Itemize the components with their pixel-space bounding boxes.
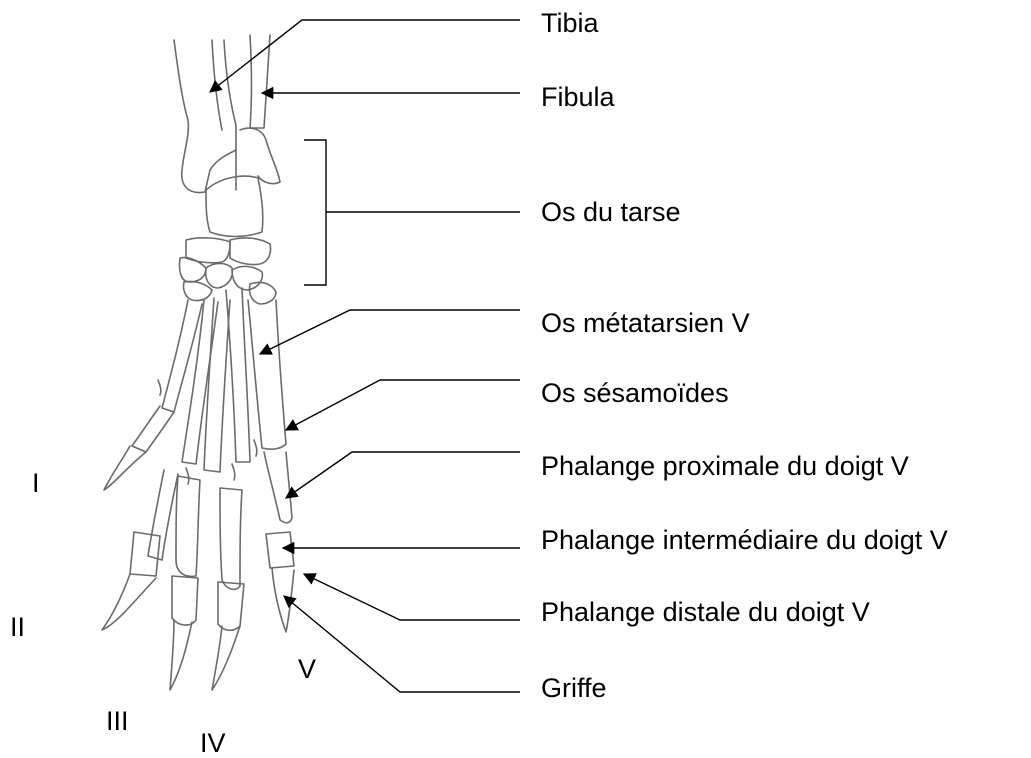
digit-label-3: III [106,706,129,736]
digit-label-1: I [32,468,40,498]
label-tarsus: Os du tarse [541,197,681,227]
label-metatarsal-v: Os métatarsien V [541,308,750,338]
tibia-bone [174,40,236,193]
bones [102,35,294,690]
digit-label-5: V [298,654,316,684]
tarsus-bracket [304,140,520,285]
label-proximal-phalanx-v: Phalange proximale du doigt V [541,451,909,481]
leader-tibia [210,20,520,92]
leader-metatarsal-v [260,310,520,354]
leader-claw [284,596,520,692]
leader-proximal-phalanx-v [286,452,520,498]
digit-label-4: IV [200,728,226,758]
label-tibia: Tibia [541,8,599,38]
leader-sesamoids [286,380,520,430]
digit-label-2: II [10,612,25,642]
fibula-bone [250,35,270,128]
leader-lines [210,20,520,692]
tarsus-bone [206,176,263,236]
label-claw: Griffe [541,673,607,703]
leader-distal-phalanx-v [304,574,520,620]
label-fibula: Fibula [541,82,615,112]
metatarsal-v-bone [248,300,286,449]
label-distal-phalanx-v: Phalange distale du doigt V [541,597,870,627]
label-sesamoids: Os sésamoïdes [541,378,729,408]
label-intermediate-phalanx-v: Phalange intermédiaire du doigt V [541,525,948,555]
